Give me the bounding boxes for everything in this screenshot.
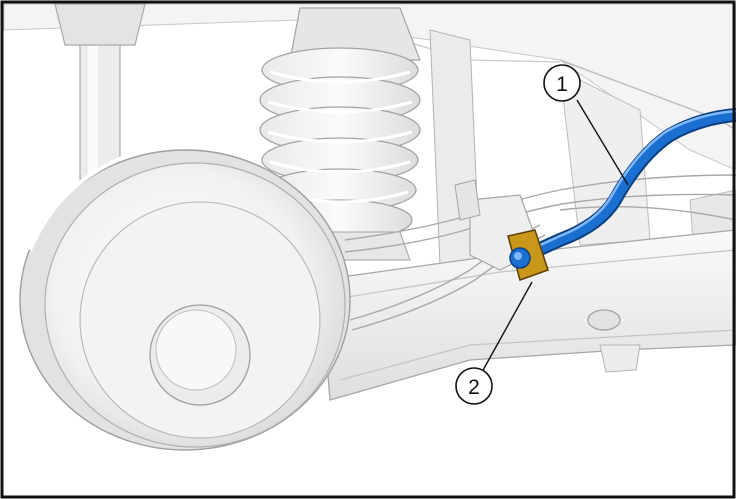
brake-hose bbox=[513, 108, 736, 265]
callout-2: 2 bbox=[455, 281, 533, 405]
body-panel bbox=[3, 3, 736, 180]
callout-1: 1 bbox=[543, 64, 629, 186]
callout-2-number: 2 bbox=[468, 376, 480, 399]
brake-drum bbox=[19, 149, 351, 451]
callout-1-number: 1 bbox=[556, 73, 568, 96]
retaining-clip bbox=[507, 229, 549, 281]
